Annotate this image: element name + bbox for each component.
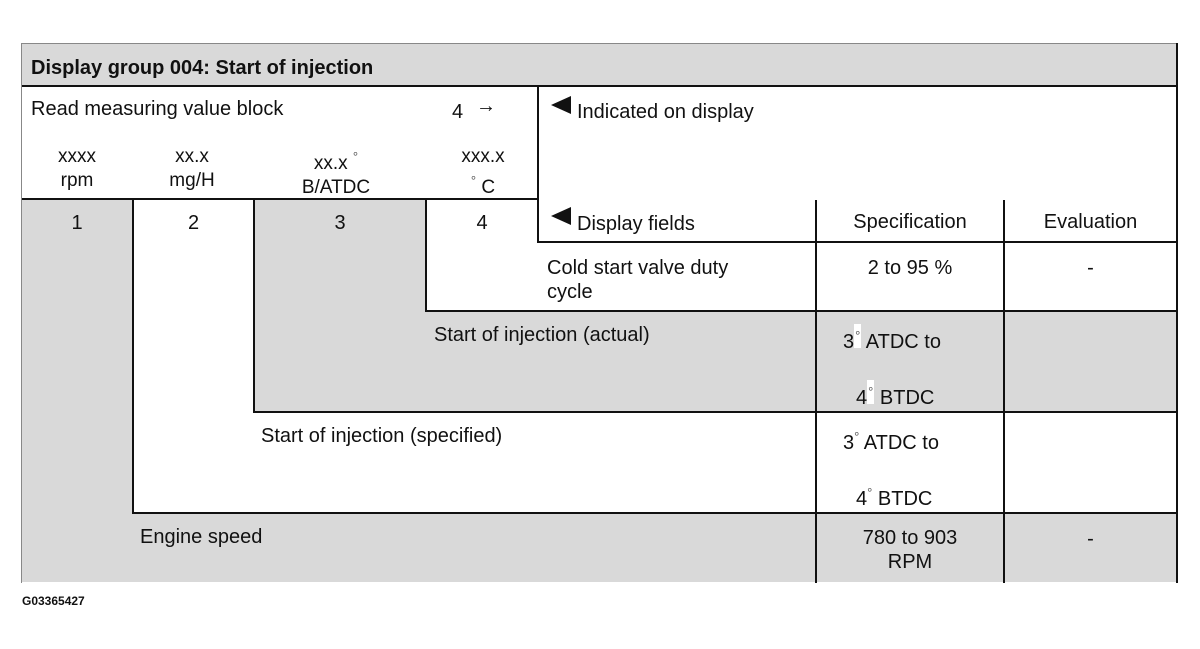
row-engine-speed-label: Engine speed (140, 526, 263, 548)
border-left (21, 43, 22, 583)
border-top (22, 43, 1178, 44)
right-arrow-icon: → (476, 95, 496, 117)
field-3-unit: B/ATDC (301, 177, 371, 198)
degree-icon: ° (854, 324, 862, 348)
eval-col-left (1003, 200, 1005, 583)
row-actual-underline (253, 411, 1178, 413)
degree-icon: ° (867, 485, 873, 500)
col3-shade (254, 200, 426, 412)
row-cold-start-spec: 2 to 95 % (867, 257, 953, 279)
field-2-unit: mg/H (169, 170, 215, 191)
header-specification: Specification (853, 211, 967, 233)
col3-left (253, 200, 255, 413)
field-number-2: 2 (187, 212, 200, 234)
field-4: xxx.x ° C (440, 145, 526, 200)
row-cold-start-label: Cold start valve duty cycle (547, 257, 729, 303)
field-2-value: xx.x (175, 146, 209, 167)
header-underline (537, 241, 1178, 243)
row-actual-label: Start of injection (actual) (434, 324, 650, 346)
row-engine-speed-spec: 780 to 903 RPM (862, 527, 958, 573)
field-number-1: 1 (71, 212, 83, 234)
indicated-left-border (537, 85, 539, 243)
figure-id: G03365427 (22, 594, 85, 608)
fields-underline (22, 198, 538, 200)
degree-icon: ° (867, 380, 875, 404)
page-title: Display group 004: Start of injection (31, 57, 374, 79)
row-engine-speed-evaluation: - (1087, 528, 1094, 550)
field-3-value: xx.x (313, 153, 348, 174)
col4-left (425, 200, 427, 312)
field-1-value: xxxx (58, 146, 96, 167)
field-3: xx.x ° B/ATDC (281, 145, 391, 200)
field-4-unit: C (481, 177, 496, 198)
title-underline (22, 85, 1178, 87)
row-actual-spec-line2: 4° BTDC (856, 380, 934, 410)
col1-right (132, 200, 134, 514)
field-2: xx.x mg/H (150, 145, 234, 193)
field-number-4: 4 (476, 212, 488, 234)
border-right (1176, 43, 1178, 583)
row-specified-label: Start of injection (specified) (261, 425, 503, 447)
degree-icon: ° (470, 173, 477, 188)
row-actual-shade (426, 311, 1177, 412)
triangle-left-icon (551, 96, 571, 114)
row-specified-underline (132, 512, 1178, 514)
header-display-fields: Display fields (577, 213, 695, 235)
row-cold-start-evaluation: - (1087, 257, 1094, 279)
field-1: xxxx rpm (37, 145, 117, 193)
header-evaluation: Evaluation (1043, 211, 1138, 233)
row-cold-underline (425, 310, 1178, 312)
read-block-number: 4 (452, 101, 464, 123)
row-specified-spec-line1: 3° ATDC to (843, 429, 939, 454)
triangle-left-icon (551, 207, 571, 225)
row-specified-spec-line2: 4° BTDC (856, 485, 933, 510)
read-block-label: Read measuring value block (31, 98, 284, 120)
spec-col-left (815, 200, 817, 583)
row-actual-spec-line1: 3° ATDC to (843, 324, 941, 354)
degree-icon: ° (352, 149, 359, 164)
title-bar (22, 44, 1177, 86)
field-1-unit: rpm (60, 170, 94, 191)
field-number-3: 3 (334, 212, 346, 234)
indicated-label: Indicated on display (577, 101, 754, 123)
degree-icon: ° (854, 429, 860, 444)
field-4-value: xxx.x (461, 146, 505, 167)
col1-shade (22, 200, 133, 582)
